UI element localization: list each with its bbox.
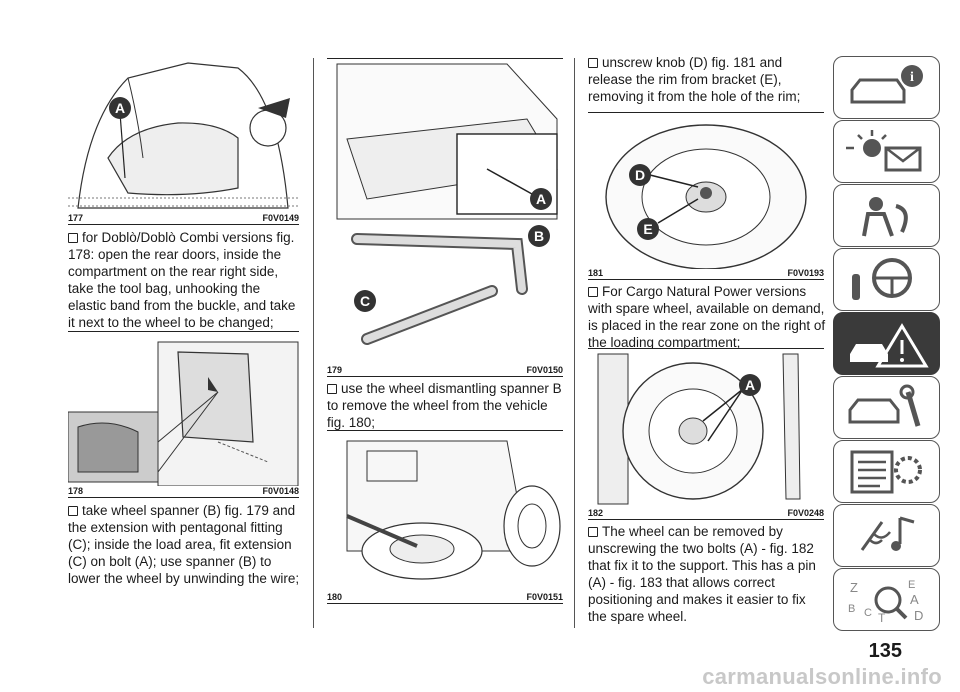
figure-number: 177 xyxy=(68,213,84,223)
bullet-square-icon xyxy=(588,527,598,537)
caption-181: 181 F0V0193 xyxy=(588,265,824,280)
multimedia-icon xyxy=(860,516,915,551)
svg-text:B: B xyxy=(848,603,855,615)
tab-lights-messages[interactable] xyxy=(833,120,940,183)
fig179-label-b: B xyxy=(534,228,544,244)
figure-182: A xyxy=(588,348,824,507)
svg-text:C: C xyxy=(864,607,872,619)
tab-technical-data[interactable] xyxy=(833,440,940,503)
emergency-triangle-icon xyxy=(850,323,929,368)
paragraph-take-spanner: take wheel spanner (B) fig. 179 and the … xyxy=(68,503,300,586)
bullet-square-icon xyxy=(68,233,78,243)
tab-maintenance[interactable] xyxy=(833,376,940,439)
tab-car-info[interactable]: i xyxy=(833,56,940,119)
figure-number: 179 xyxy=(327,365,343,375)
svg-text:T: T xyxy=(878,611,886,625)
figure-code: F0V0248 xyxy=(787,508,824,518)
figure-number: 180 xyxy=(327,592,343,602)
caption-180: 180 F0V0151 xyxy=(327,589,563,604)
figure-180 xyxy=(327,430,563,591)
maintenance-car-icon xyxy=(848,384,921,427)
figure-code: F0V0193 xyxy=(787,268,824,278)
paragraph-cargo-natural-power: For Cargo Natural Power versions with sp… xyxy=(588,284,826,350)
svg-text:i: i xyxy=(910,70,914,85)
tab-safety[interactable] xyxy=(833,184,940,247)
fig181-label-d: D xyxy=(635,167,645,183)
figure-code: F0V0151 xyxy=(526,592,563,602)
page-number: 135 xyxy=(868,640,902,662)
paragraph-doblo-versions: for Doblò/Doblò Combi versions fig. 178:… xyxy=(68,230,296,330)
figure-code: F0V0148 xyxy=(262,486,299,496)
svg-text:E: E xyxy=(908,579,915,591)
caption-182: 182 F0V0248 xyxy=(588,505,824,520)
figure-179: A B C xyxy=(327,58,563,367)
bullet-square-icon xyxy=(327,384,337,394)
svg-text:D: D xyxy=(914,608,923,623)
index-icon: Z E A B C T D xyxy=(848,579,923,625)
tab-starting-driving[interactable] xyxy=(833,248,940,311)
bullet-square-icon xyxy=(588,287,598,297)
figure-number: 182 xyxy=(588,508,604,518)
column-separator xyxy=(574,58,575,628)
figure-number: 178 xyxy=(68,486,84,496)
column-separator xyxy=(313,58,314,628)
caption-179: 179 F0V0150 xyxy=(327,362,563,377)
figure-178 xyxy=(68,331,299,486)
figure-code: F0V0149 xyxy=(262,213,299,223)
caption-178: 178 F0V0148 xyxy=(68,483,299,498)
bullet-square-icon xyxy=(588,58,598,68)
paragraph-dismantling-spanner: use the wheel dismantling spanner B to r… xyxy=(327,381,562,430)
car-info-icon: i xyxy=(850,65,923,104)
technical-data-icon xyxy=(850,450,922,494)
fig179-label-c: C xyxy=(360,293,370,309)
bullet-square-icon xyxy=(68,506,78,516)
caption-177: 177 F0V0149 xyxy=(68,210,299,225)
svg-text:A: A xyxy=(910,592,919,607)
figure-code: F0V0150 xyxy=(526,365,563,375)
tab-emergency[interactable] xyxy=(833,312,940,375)
fig179-label-a: A xyxy=(536,191,546,207)
fig177-label-a: A xyxy=(115,100,125,116)
fig182-label-a: A xyxy=(745,377,755,393)
paragraph-unscrew-knob: unscrew knob (D) fig. 181 and release th… xyxy=(588,55,801,104)
figure-181: D E xyxy=(588,112,824,269)
paragraph-wheel-removed: The wheel can be removed by unscrewing t… xyxy=(588,524,816,624)
fig181-label-e: E xyxy=(643,221,652,237)
watermark: carmanualsonline.info xyxy=(702,664,942,689)
figure-number: 181 xyxy=(588,268,604,278)
svg-text:Z: Z xyxy=(850,580,858,595)
safety-seat-icon xyxy=(862,197,908,237)
lights-message-icon xyxy=(846,130,922,172)
figure-177: A xyxy=(68,58,299,214)
tab-multimedia[interactable] xyxy=(833,504,940,567)
tab-index[interactable]: Z E A B C T D xyxy=(833,568,940,631)
dashboard-steering-icon xyxy=(852,258,912,300)
